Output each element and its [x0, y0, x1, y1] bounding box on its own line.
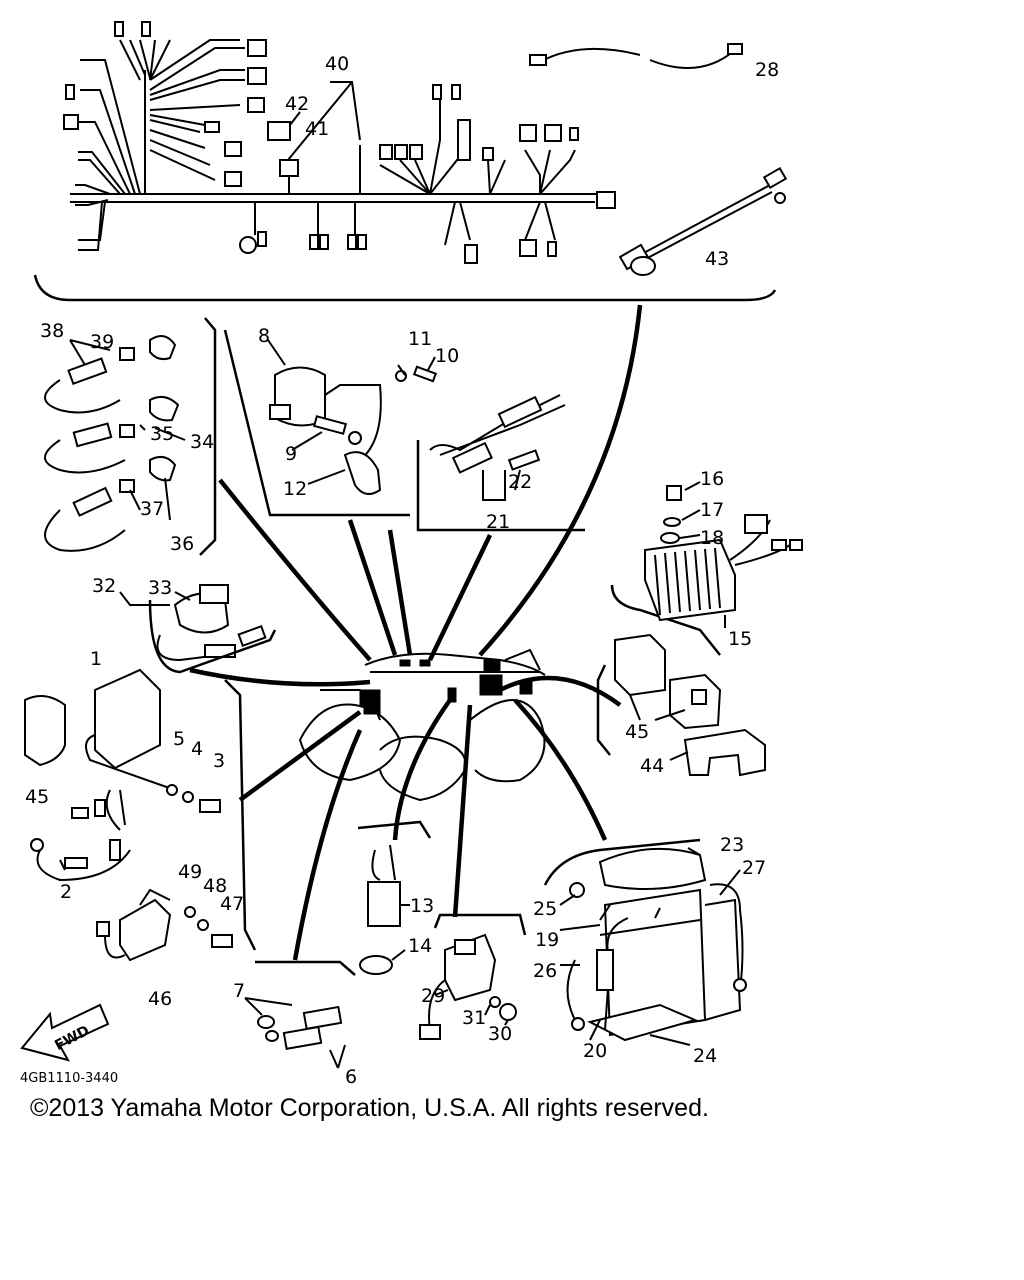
callout-45-left: 45 — [25, 786, 49, 808]
callout-5: 5 — [173, 728, 185, 750]
callout-48: 48 — [203, 875, 227, 897]
copyright-notice: ©2013 Yamaha Motor Corporation, U.S.A. A… — [30, 1094, 709, 1122]
callout-42: 42 — [285, 93, 309, 115]
callout-23: 23 — [720, 834, 744, 856]
callout-31: 31 — [462, 1007, 486, 1029]
callout-17: 17 — [700, 499, 724, 521]
callout-15: 15 — [728, 628, 752, 650]
callout-12: 12 — [283, 478, 307, 500]
callout-36: 36 — [170, 533, 194, 555]
callout-2: 2 — [60, 881, 72, 903]
callout-27: 27 — [742, 857, 766, 879]
callout-13: 13 — [410, 895, 434, 917]
callout-10: 10 — [435, 345, 459, 367]
callout-18: 18 — [700, 527, 724, 549]
callout-29: 29 — [421, 985, 445, 1007]
fwd-arrow: FWD — [20, 1003, 110, 1062]
callout-35: 35 — [150, 423, 174, 445]
callout-49: 49 — [178, 861, 202, 883]
plug-caps — [44, 335, 186, 552]
callout-21: 21 — [486, 511, 510, 533]
callout-46: 46 — [148, 988, 172, 1010]
callout-8: 8 — [258, 325, 270, 347]
cdi-unit — [24, 668, 221, 882]
exploded-parts-diagram: FWD 4GB1110-3440 1 2 3 4 5 6 7 8 9 10 11… — [20, 21, 803, 1088]
callout-33: 33 — [148, 577, 172, 599]
callout-47: 47 — [220, 893, 244, 915]
callout-numbers: 1 2 3 4 5 6 7 8 9 10 11 12 13 14 15 16 1… — [25, 53, 779, 1088]
main-switch — [119, 584, 277, 674]
callout-25: 25 — [533, 898, 557, 920]
callout-43: 43 — [705, 248, 729, 270]
neutral-switch — [359, 844, 410, 975]
callout-11: 11 — [408, 328, 432, 350]
pickup-coil — [96, 888, 233, 962]
callout-41: 41 — [305, 118, 329, 140]
callout-19: 19 — [535, 929, 559, 951]
callout-24: 24 — [693, 1045, 717, 1067]
wire-harness — [63, 21, 616, 264]
callout-6: 6 — [345, 1066, 357, 1088]
callout-44: 44 — [640, 755, 664, 777]
fuse-holder — [429, 394, 566, 501]
ignition-coil — [267, 339, 438, 495]
switches-6-7 — [244, 997, 346, 1069]
callout-38: 38 — [40, 320, 64, 342]
callout-20: 20 — [583, 1040, 607, 1062]
callout-34: 34 — [190, 431, 214, 453]
callout-16: 16 — [700, 468, 724, 490]
battery — [559, 847, 747, 1046]
callout-7: 7 — [233, 980, 245, 1002]
callout-32: 32 — [92, 575, 116, 597]
callout-30: 30 — [488, 1023, 512, 1045]
callout-1: 1 — [90, 648, 102, 670]
callout-22: 22 — [508, 471, 532, 493]
callout-9: 9 — [285, 443, 297, 465]
callout-3: 3 — [213, 750, 225, 772]
callout-37: 37 — [140, 498, 164, 520]
rectifier-regulator — [644, 481, 803, 628]
callout-26: 26 — [533, 960, 557, 982]
callout-14: 14 — [408, 935, 432, 957]
drawing-code: 4GB1110-3440 — [20, 1071, 118, 1086]
callout-40: 40 — [325, 53, 349, 75]
connector-covers — [614, 633, 766, 777]
atv-silhouette — [298, 648, 546, 802]
callout-39: 39 — [90, 331, 114, 353]
starter-relay — [419, 933, 517, 1040]
callout-28: 28 — [755, 59, 779, 81]
callout-45-right: 45 — [625, 721, 649, 743]
callout-4: 4 — [191, 738, 203, 760]
